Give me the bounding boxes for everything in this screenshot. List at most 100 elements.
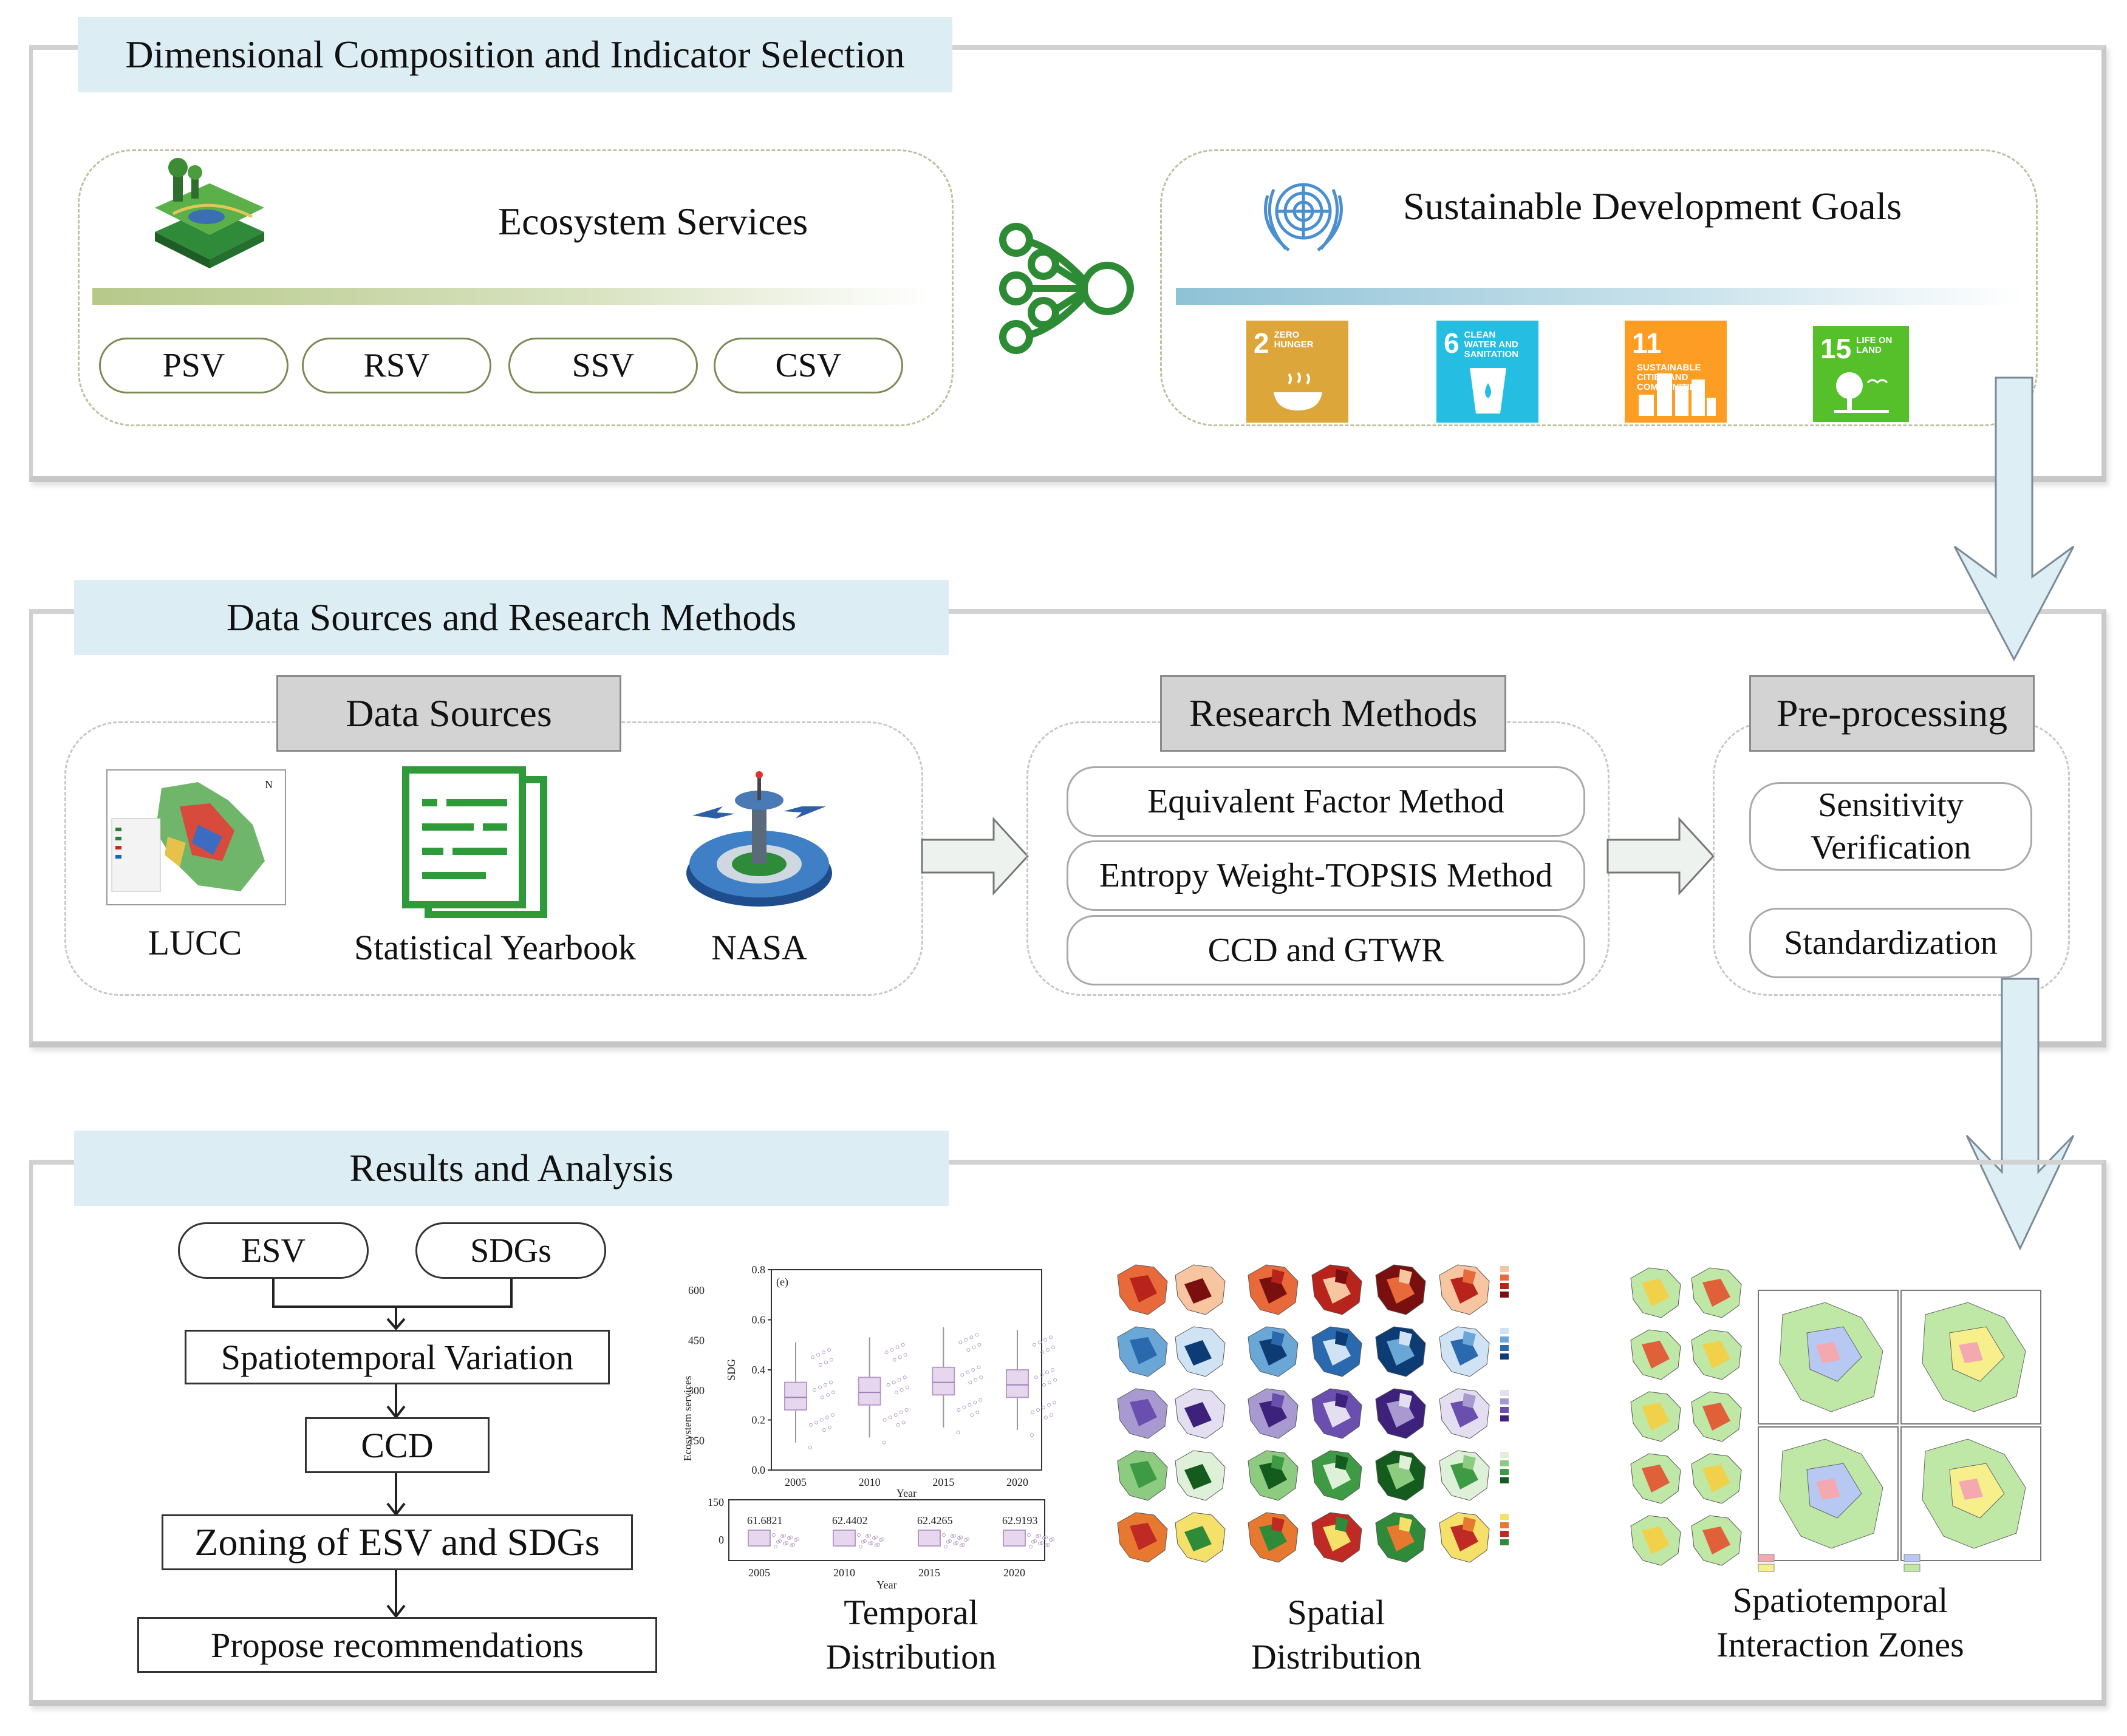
scatter-point <box>888 1415 892 1420</box>
pill-csv: CSV <box>714 338 903 393</box>
map-thumb-left <box>1117 1388 1168 1439</box>
secondary-tick-label: 600 <box>688 1284 705 1296</box>
scatter-point <box>782 1534 786 1537</box>
map-legend <box>1500 1390 1509 1421</box>
legend-swatch <box>1903 1554 1920 1562</box>
box <box>748 1530 771 1547</box>
scatter-point <box>901 1343 905 1347</box>
scatter-point <box>895 1345 900 1349</box>
scatter-point <box>894 1391 898 1395</box>
zone-thumb <box>1630 1453 1681 1504</box>
map-thumb <box>1439 1512 1490 1563</box>
region <box>1130 1275 1157 1302</box>
scatter-point <box>1046 1543 1050 1547</box>
secondary-tick-label: 150 <box>688 1435 705 1447</box>
pill-psv: PSV <box>99 338 288 393</box>
map-thumb-left <box>1175 1512 1226 1563</box>
plot-frame <box>728 1499 1045 1561</box>
scatter-point <box>859 1545 862 1548</box>
x-tick-label: 2020 <box>1006 1476 1028 1488</box>
region <box>1702 1341 1730 1369</box>
scatter-point <box>1029 1545 1033 1548</box>
scatter-point <box>1051 1345 1055 1349</box>
zone-map <box>1758 1426 1899 1561</box>
scatter-point <box>961 1543 965 1547</box>
y-tick-label: 0 <box>719 1534 724 1546</box>
region <box>1463 1455 1476 1470</box>
scatter-point <box>825 1415 829 1420</box>
scatter-point <box>867 1534 871 1537</box>
section-frame-results <box>29 1160 2106 1706</box>
region <box>1271 1393 1285 1408</box>
legend-swatch <box>1500 1469 1509 1475</box>
interaction-zones-label: Spatiotemporal Interaction Zones <box>1716 1581 1964 1664</box>
scatter-point <box>820 1418 824 1422</box>
flow-input-esv: ESV <box>178 1222 369 1279</box>
scatter-point <box>778 1539 782 1543</box>
map-thumb <box>1311 1388 1362 1439</box>
scatter-point <box>951 1534 954 1538</box>
region <box>1335 1269 1348 1284</box>
scatter-point <box>828 1425 831 1429</box>
scatter-point <box>824 1360 828 1364</box>
scatter-point <box>893 1413 898 1417</box>
network-link-icon <box>999 223 1134 354</box>
region <box>1463 1331 1476 1346</box>
scatter-point <box>808 1445 812 1449</box>
scatter-point <box>822 1428 826 1432</box>
scatter-point <box>780 1534 784 1538</box>
method-equivalent-factor: Equivalent Factor Method <box>1067 766 1585 837</box>
region <box>1399 1331 1412 1346</box>
region <box>1335 1393 1348 1408</box>
x-tick-label: 2005 <box>785 1476 807 1488</box>
map-thumb-left <box>1117 1264 1168 1315</box>
secondary-tick-label: 300 <box>688 1384 705 1397</box>
bowl-icon <box>1274 372 1322 410</box>
y-tick-label: 0.8 <box>752 1264 766 1276</box>
region <box>1399 1393 1412 1408</box>
lucc-map-thumbnail: N <box>106 769 286 905</box>
scatter-point <box>964 1338 968 1342</box>
scatter-point <box>892 1358 896 1362</box>
lucc-label: LUCC <box>148 923 242 962</box>
map-thumb-left <box>1175 1326 1226 1377</box>
scatter-point <box>772 1533 776 1537</box>
scatter-point <box>1034 1375 1038 1380</box>
scatter-point <box>970 1413 974 1417</box>
x-tick-label: 2020 <box>1003 1567 1025 1579</box>
region <box>1642 1465 1670 1493</box>
ecosystem-layers-icon <box>155 158 264 268</box>
mean-label: 62.9193 <box>1002 1514 1038 1527</box>
scatter-point <box>821 1395 824 1400</box>
scatter-point <box>824 1383 827 1387</box>
map-thumb <box>1375 1512 1426 1563</box>
zone-thumb <box>1691 1515 1742 1566</box>
region <box>1642 1403 1670 1431</box>
scatter-point <box>960 1373 964 1377</box>
zone-thumb <box>1691 1391 1742 1442</box>
sensitivity-label: Sensitivity Verification <box>1810 786 1972 866</box>
scatter-point <box>789 1536 793 1539</box>
region <box>1184 1402 1212 1428</box>
scatter-point <box>901 1420 906 1425</box>
y-tick-label: 0.4 <box>752 1364 766 1376</box>
section-title-dimensional: Dimensional Composition and Indicator Se… <box>78 17 952 92</box>
scatter-point <box>897 1378 901 1382</box>
scatter-point <box>958 1340 963 1344</box>
x-tick-label: 2015 <box>932 1476 954 1488</box>
method-entropy-topsis: Entropy Weight-TOPSIS Method <box>1067 840 1585 911</box>
scatter-point <box>1040 1541 1043 1545</box>
scatter-point <box>791 1543 795 1547</box>
box <box>858 1377 881 1406</box>
map-thumb <box>1439 1450 1490 1501</box>
nasa-label: NASA <box>711 928 807 967</box>
legend-swatch <box>1500 1345 1509 1351</box>
scatter-point <box>1031 1540 1035 1544</box>
flow-step-zoning: Zoning of ESV and SDGs <box>162 1514 633 1570</box>
zone-thumb <box>1630 1391 1681 1442</box>
data-sources-header: Data Sources <box>276 675 621 752</box>
map-thumb-left <box>1175 1388 1226 1439</box>
zone-map <box>1900 1290 2041 1425</box>
legend-swatch <box>1500 1292 1509 1298</box>
mean-label: 62.4265 <box>917 1514 953 1527</box>
